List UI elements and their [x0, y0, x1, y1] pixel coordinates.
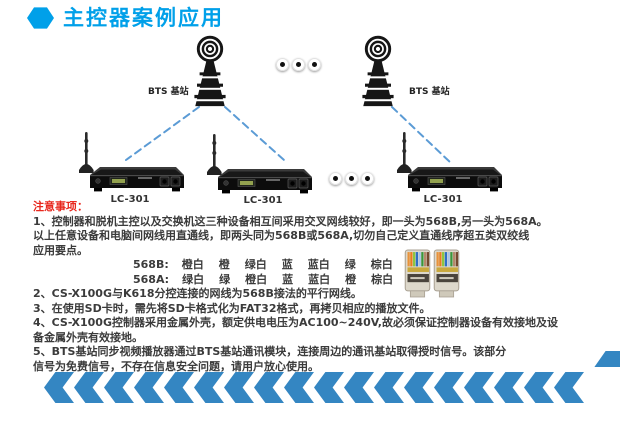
note-item1-line2: 以上任意设备和电脑间网线用直通线，即两头同为568B或568A,切勿自己定义直通… — [33, 229, 530, 242]
media-controller-icon — [396, 131, 503, 192]
chevron-left-icon — [104, 372, 134, 403]
chevron-left-icon — [524, 372, 554, 403]
hexagon-bullet-icon — [27, 7, 54, 29]
media-controller-icon — [206, 133, 313, 194]
wire-color: 蓝白 — [307, 258, 330, 271]
dot-icon — [329, 172, 342, 185]
bts-station-label: BTS 基站 — [409, 87, 450, 97]
chevron-left-icon — [44, 372, 74, 403]
chevron-left-icon — [254, 372, 284, 403]
wire-color: 橙白 — [245, 272, 268, 286]
wire-color: 绿 — [219, 272, 231, 286]
wire-color: 蓝白 — [308, 272, 331, 286]
note-item4-line1: 4、CS-X100G控制器采用金属外壳，额定供电电压为AC100~240V,故必… — [33, 316, 558, 329]
dot-icon — [345, 172, 358, 185]
wire-color: 橙 — [345, 272, 357, 286]
note-item5-line1: 5、BTS基站同步视频播放器通过BTS基站通讯模块，连接周边的通讯基站取得授时信… — [33, 345, 507, 358]
notes-heading: 注意事项： — [33, 200, 88, 213]
wire-color: 橙白 — [181, 258, 204, 271]
wiring-row-568a: 568A: 绿白 绿 橙白 蓝 蓝白 橙 棕白 棕 — [133, 273, 595, 288]
wire-color: 棕白 — [371, 272, 394, 286]
wire-color: 绿 — [344, 258, 356, 271]
rj45-connector-icon — [404, 249, 431, 298]
chevron-left-icon — [494, 372, 524, 403]
rj45-connector-icon — [433, 249, 460, 298]
bts-tower-icon — [359, 35, 397, 108]
chevron-left-icon — [404, 372, 434, 403]
media-controller-icon — [78, 131, 185, 192]
dot-icon — [361, 172, 374, 185]
wire-color: 蓝 — [281, 258, 293, 271]
chevron-left-icon — [434, 372, 464, 403]
note-item2: 2、CS-X100G与K618分控连接的网线为568B接法的平行网线。 — [33, 287, 362, 300]
edge-dash-decoration — [594, 351, 620, 367]
chevron-left-icon — [464, 372, 494, 403]
ellipsis-dots — [329, 172, 374, 185]
note-item4-line2: 备金属外壳有效接地。 — [33, 330, 143, 344]
wire-color: 绿白 — [182, 272, 205, 286]
chevron-left-icon — [374, 372, 404, 403]
wiring-568a-label: 568A: — [133, 272, 170, 286]
wire-color: 橙 — [218, 258, 230, 271]
bts-station-label: BTS 基站 — [148, 87, 189, 97]
wire-color: 蓝 — [282, 272, 294, 286]
header: 主控器案例应用 — [27, 6, 224, 30]
wiring-568b-label: 568B: — [133, 258, 169, 271]
chevron-left-icon — [164, 372, 194, 403]
device-label: LC-301 — [110, 194, 150, 205]
device-label: LC-301 — [423, 194, 463, 205]
chevron-left-icon — [554, 372, 584, 403]
bts-tower-icon — [191, 35, 229, 108]
chevron-left-icon — [344, 372, 374, 403]
chevron-left-icon — [74, 372, 104, 403]
chevron-left-icon — [134, 372, 164, 403]
chevron-left-icon — [284, 372, 314, 403]
dot-icon — [276, 58, 289, 71]
chevron-left-icon — [314, 372, 344, 403]
note-item1-line3: 应用要点。 — [33, 243, 88, 257]
wire-color: 绿白 — [244, 258, 267, 271]
chevron-left-icon — [224, 372, 254, 403]
notes-section: 注意事项： 1、控制器和脱机主控以及交换机这三种设备相互间采用交叉网线较好，即一… — [33, 200, 595, 374]
wire-color: 棕白 — [370, 258, 393, 271]
wiring-row-568b: 568B: 橙白 橙 绿白 蓝 蓝白 绿 棕白 棕 — [133, 258, 595, 273]
ellipsis-dots — [276, 58, 321, 71]
note-item1-line1: 1、控制器和脱机主控以及交换机这三种设备相互间采用交叉网线较好，即一头为568B… — [33, 214, 548, 228]
device-label: LC-301 — [243, 195, 283, 206]
dot-icon — [308, 58, 321, 71]
page-title: 主控器案例应用 — [63, 6, 224, 30]
dot-icon — [292, 58, 305, 71]
chevron-left-icon — [194, 372, 224, 403]
note-item5-line2: 信号为免费信号，不存在信息安全问题，请用户放心使用。 — [33, 359, 319, 373]
chevron-divider — [44, 372, 584, 403]
note-item3: 3、在使用SD卡时，需先将SD卡格式化为FAT32格式，再拷贝相应的播放文件。 — [33, 301, 431, 315]
